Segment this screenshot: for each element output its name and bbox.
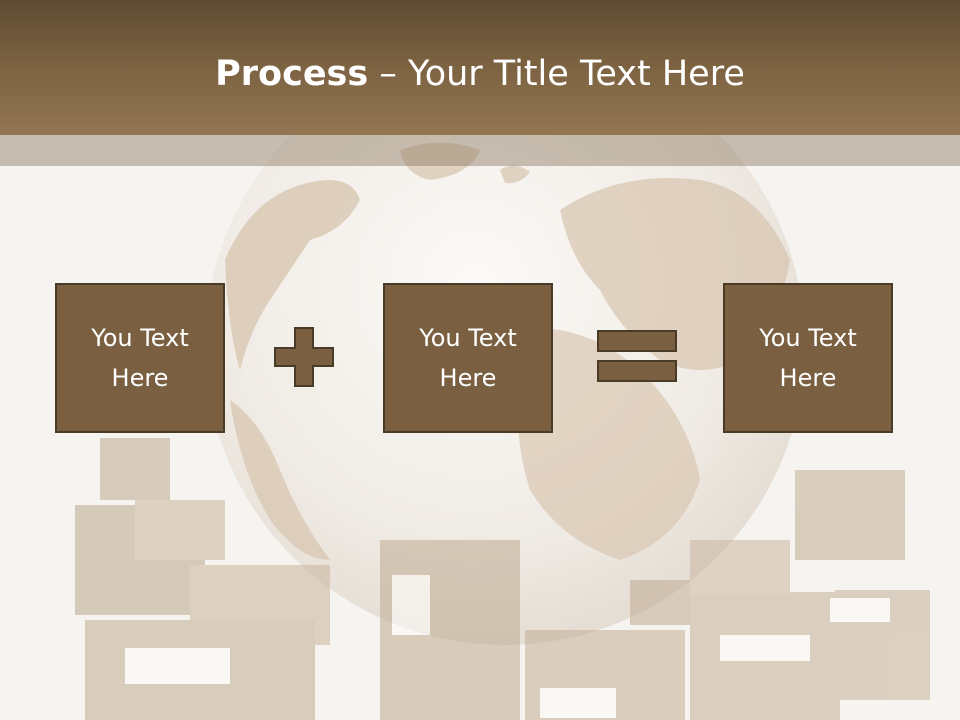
title-accent-strip xyxy=(0,135,960,166)
process-box-1-text: You Text Here xyxy=(91,324,189,392)
process-box-1[interactable]: You Text Here xyxy=(55,283,225,433)
equals-icon xyxy=(597,330,677,382)
title-bar xyxy=(0,0,960,135)
slide-title[interactable]: Process – Your Title Text Here xyxy=(0,52,960,96)
title-rest-part: – Your Title Text Here xyxy=(368,54,745,94)
title-bold-part: Process xyxy=(215,54,369,94)
process-box-2[interactable]: You Text Here xyxy=(383,283,553,433)
plus-icon xyxy=(274,327,334,387)
process-box-3[interactable]: You Text Here xyxy=(723,283,893,433)
process-box-2-text: You Text Here xyxy=(419,324,517,392)
process-box-3-text: You Text Here xyxy=(759,324,857,392)
